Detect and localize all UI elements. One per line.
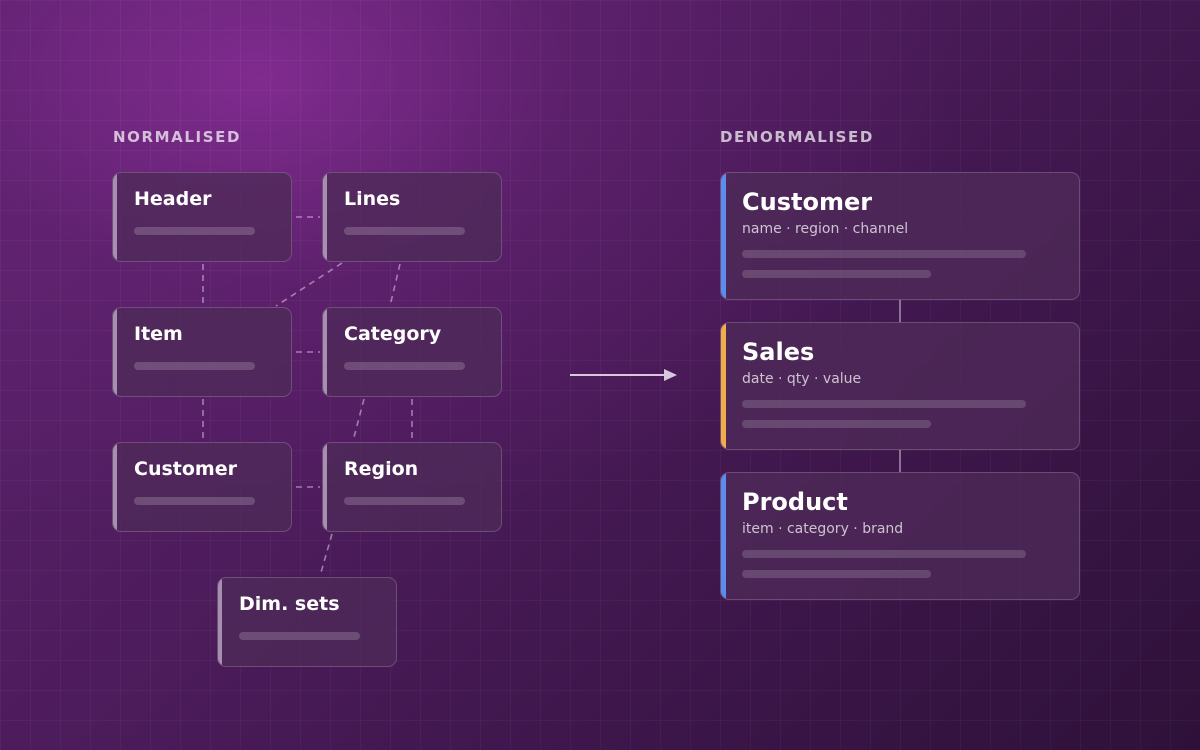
card-accent [323, 443, 327, 531]
table-title: Item [134, 323, 183, 345]
table-card-region: Region [322, 442, 502, 532]
flat-table-customer: Customer name · region · channel [720, 172, 1080, 300]
placeholder-bar [134, 497, 255, 505]
table-fields: name · region · channel [742, 221, 909, 237]
table-card-customer: Customer [112, 442, 292, 532]
table-title: Customer [134, 458, 237, 480]
link-lines-category [389, 263, 401, 307]
table-title: Sales [742, 338, 815, 366]
normalised-label: NORMALISED [113, 128, 242, 146]
table-title: Header [134, 188, 212, 210]
table-card-header: Header [112, 172, 292, 262]
card-accent [113, 308, 117, 396]
card-accent [721, 323, 726, 449]
flat-table-sales: Sales date · qty · value [720, 322, 1080, 450]
card-accent [113, 173, 117, 261]
placeholder-bar [239, 632, 360, 640]
table-title: Dim. sets [239, 593, 340, 615]
table-card-lines: Lines [322, 172, 502, 262]
table-title: Region [344, 458, 419, 480]
placeholder-bar [344, 227, 465, 235]
placeholder-bar [742, 250, 1026, 258]
placeholder-bar [742, 550, 1026, 558]
card-accent [323, 173, 327, 261]
card-accent [721, 473, 726, 599]
placeholder-bar [742, 400, 1026, 408]
link-lines-item [275, 262, 343, 307]
table-title: Customer [742, 188, 873, 216]
denormalised-label: DENORMALISED [720, 128, 874, 146]
table-title: Category [344, 323, 442, 345]
link-category-region-a [352, 398, 365, 442]
table-fields: date · qty · value [742, 371, 862, 387]
table-title: Product [742, 488, 848, 516]
placeholder-bar [134, 227, 255, 235]
flat-table-product: Product item · category · brand [720, 472, 1080, 600]
table-title: Lines [344, 188, 401, 210]
placeholder-bar [134, 362, 255, 370]
placeholder-bar [742, 570, 931, 578]
card-accent [113, 443, 117, 531]
card-accent [218, 578, 222, 666]
table-card-category: Category [322, 307, 502, 397]
table-fields: item · category · brand [742, 521, 904, 537]
placeholder-bar [742, 270, 931, 278]
card-accent [721, 173, 726, 299]
placeholder-bar [742, 420, 931, 428]
placeholder-bar [344, 362, 465, 370]
link-region-dimsets [319, 533, 333, 577]
transform-arrow [570, 369, 677, 381]
card-accent [323, 308, 327, 396]
table-card-dimsets: Dim. sets [217, 577, 397, 667]
table-card-item: Item [112, 307, 292, 397]
placeholder-bar [344, 497, 465, 505]
